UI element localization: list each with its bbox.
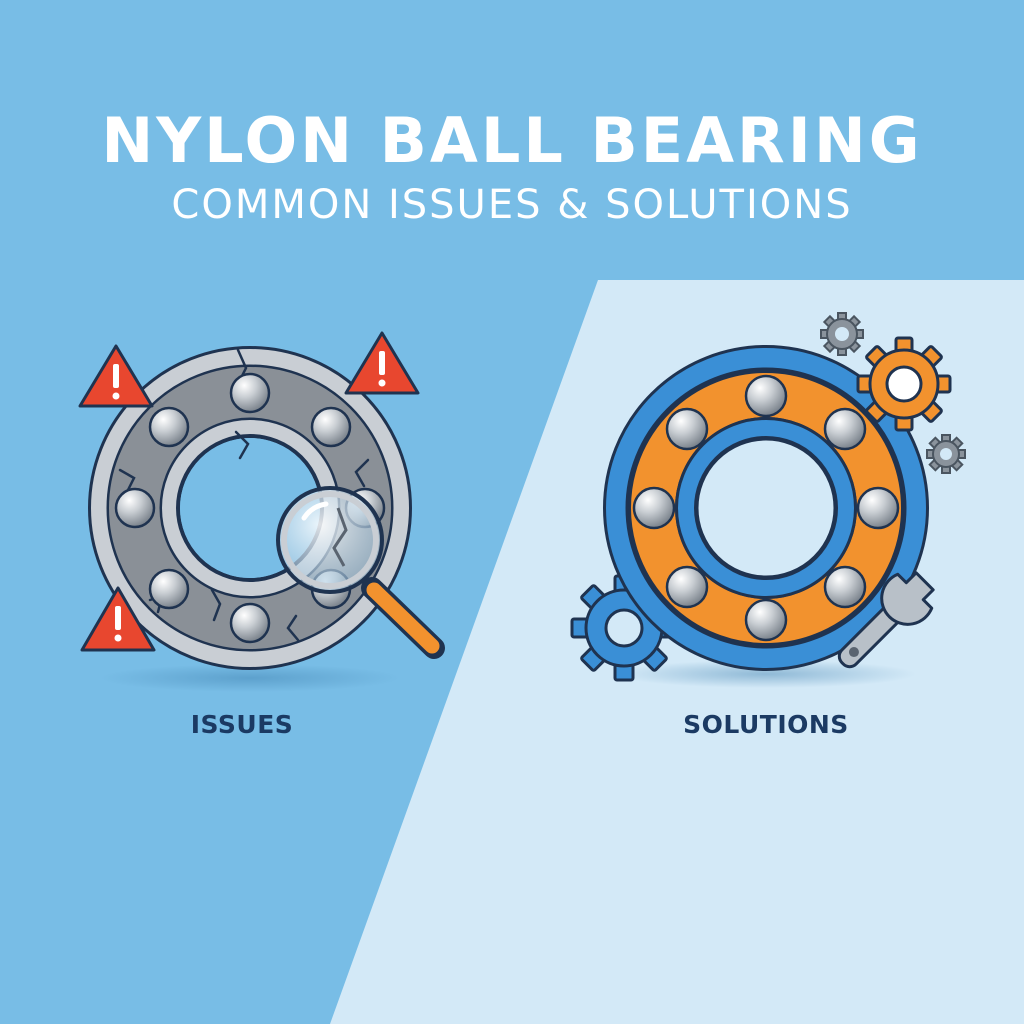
warning-icon xyxy=(80,586,156,652)
page-title: NYLON BALL BEARING xyxy=(101,104,923,177)
solutions-balls xyxy=(632,374,900,642)
solutions-label: SOLUTIONS xyxy=(683,710,849,739)
warning-icon xyxy=(344,331,420,395)
gear-icon xyxy=(856,336,952,432)
issues-shadow xyxy=(100,664,400,692)
cracked-bearing-icon xyxy=(88,346,412,670)
repaired-bearing-icon xyxy=(603,345,929,671)
gear-icon xyxy=(820,312,864,356)
gear-icon xyxy=(926,434,966,474)
solutions-illustration xyxy=(570,312,966,688)
solutions-shadow xyxy=(616,660,916,688)
page-subtitle: COMMON ISSUES & SOLUTIONS xyxy=(171,182,853,228)
magnifying-glass-icon xyxy=(276,486,445,659)
issues-label: ISSUES xyxy=(190,710,294,739)
warning-icon xyxy=(78,344,154,408)
issues-illustration xyxy=(78,331,445,692)
wrench-icon xyxy=(837,571,935,669)
